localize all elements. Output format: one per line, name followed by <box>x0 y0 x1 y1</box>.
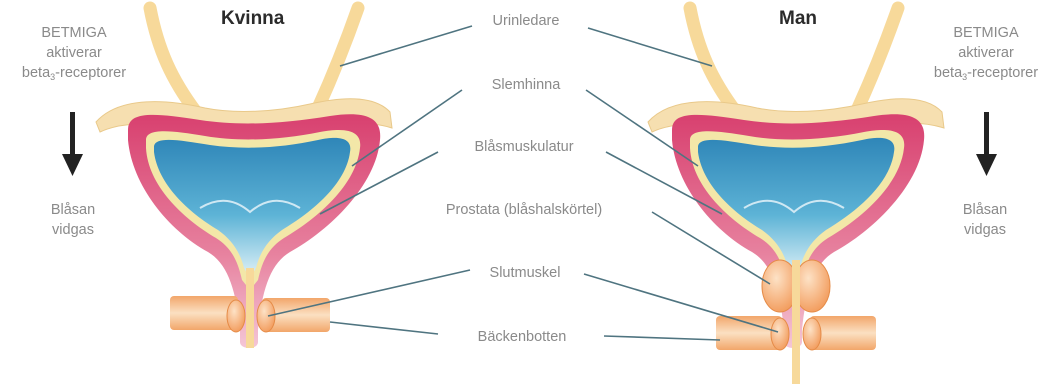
female-arrow-down-icon <box>62 112 83 176</box>
female-sphincter-left <box>227 300 245 332</box>
side-note-line2: aktiverar <box>916 43 1053 63</box>
female-ureter-right <box>318 8 358 108</box>
male-result: Blåsan vidgas <box>915 200 1053 240</box>
side-note-line3: beta3-receptorer <box>4 63 144 83</box>
male-title: Man <box>779 8 817 30</box>
label-ureter: Urinledare <box>493 11 560 31</box>
male-ureter-right <box>858 8 898 108</box>
label-sphincter: Slutmuskel <box>490 263 561 283</box>
female-title: Kvinna <box>221 8 284 30</box>
male-sphincter-right <box>803 318 821 350</box>
leader-sphincter-female <box>268 270 470 316</box>
leader-floor-male <box>604 336 720 340</box>
side-note-line3: beta3-receptorer <box>916 63 1053 83</box>
label-prostate: Prostata (blåshalskörtel) <box>446 200 602 220</box>
female-result: Blåsan vidgas <box>3 200 143 240</box>
male-ureter-left <box>690 8 736 112</box>
male-arrow-down-icon <box>976 112 997 176</box>
label-pelvic-floor: Bäckenbotten <box>478 327 567 347</box>
female-urethra <box>246 268 254 348</box>
side-note-line1: BETMIGA <box>916 23 1053 43</box>
male-bladder-illustration <box>648 8 944 384</box>
label-mucosa: Slemhinna <box>492 75 561 95</box>
side-note-line2: aktiverar <box>4 43 144 63</box>
leader-ureter-female <box>340 26 472 66</box>
female-side-note: BETMIGA aktiverar beta3-receptorer <box>4 23 144 83</box>
male-side-note: BETMIGA aktiverar beta3-receptorer <box>916 23 1053 83</box>
female-ureter-left <box>150 8 196 112</box>
leader-floor-female <box>330 322 438 334</box>
side-note-line1: BETMIGA <box>4 23 144 43</box>
male-urethra <box>792 260 800 384</box>
label-detrusor: Blåsmuskulatur <box>474 137 573 157</box>
female-sphincter-right <box>257 300 275 332</box>
leader-sphincter-male <box>584 274 778 332</box>
male-sphincter-left <box>771 318 789 350</box>
